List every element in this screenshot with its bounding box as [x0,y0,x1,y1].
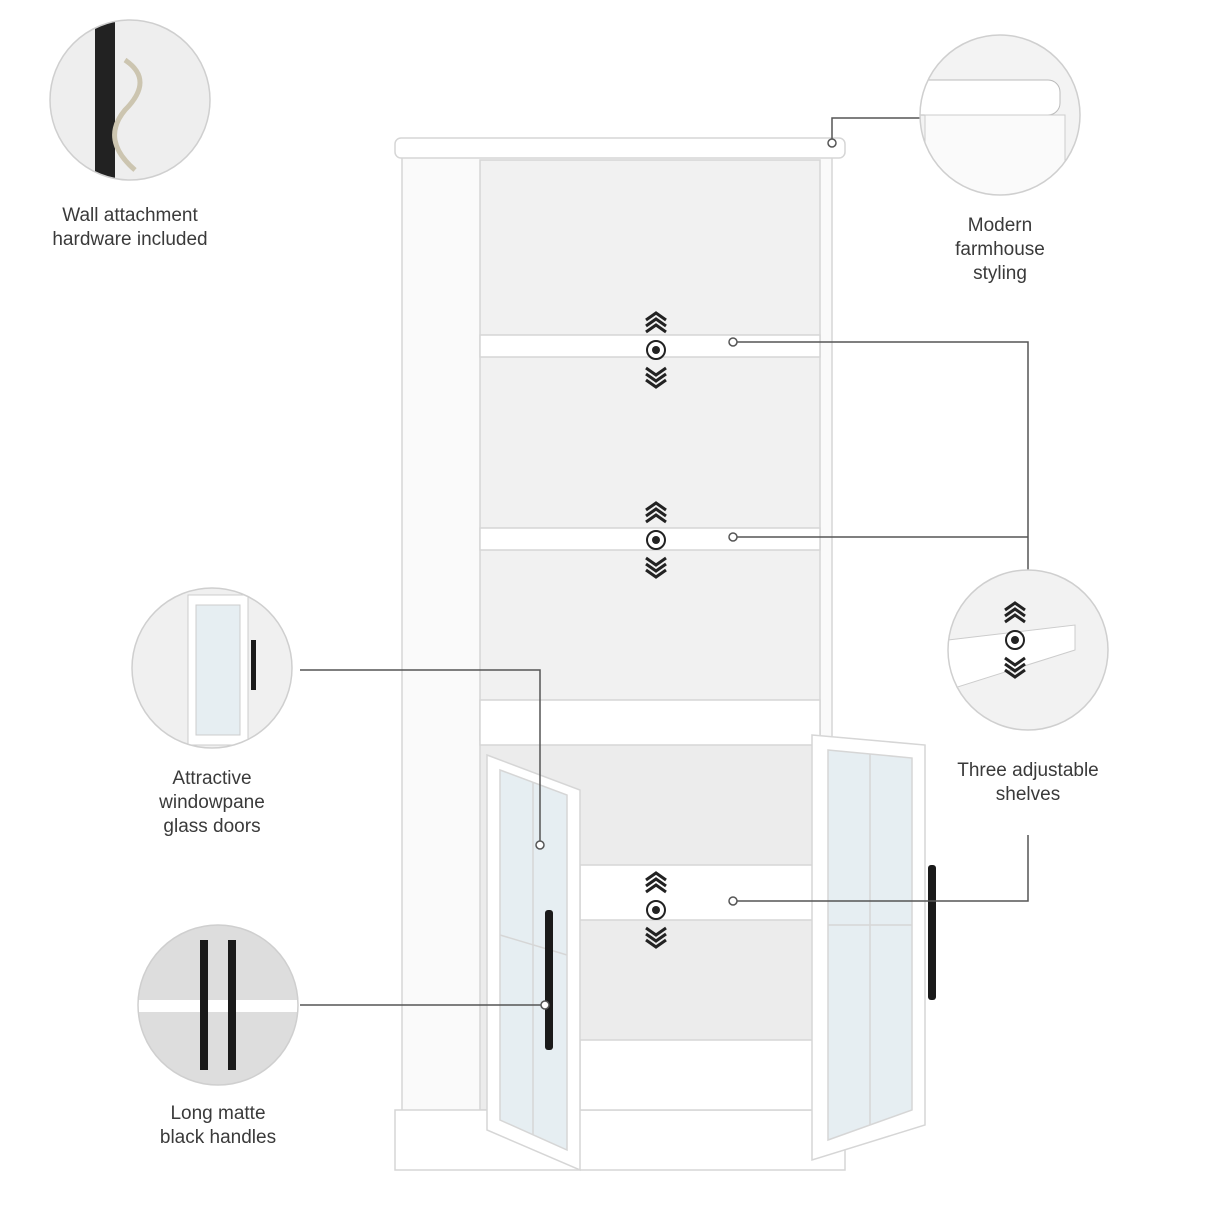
callout-handles: Long matte black handles [159,1103,277,1148]
callout-farmhouse-styling: Modern farmhouse styling [955,215,1045,284]
detail-handles [138,925,298,1085]
bookcase [394,137,926,1172]
detail-shelf [948,570,1108,730]
detail-crown-molding [920,35,1080,195]
callout-wall-attachment: Wall attachment hardware included [52,205,208,250]
detail-wall-attachment [50,20,210,180]
door-handles [545,865,936,1050]
callout-adjustable-shelves: Three adjustable shelves [957,760,1099,805]
leader-lines [300,117,1029,1006]
detail-glass-door [132,588,292,748]
callout-glass-doors: Attractive windowpane glass doors [159,768,265,837]
